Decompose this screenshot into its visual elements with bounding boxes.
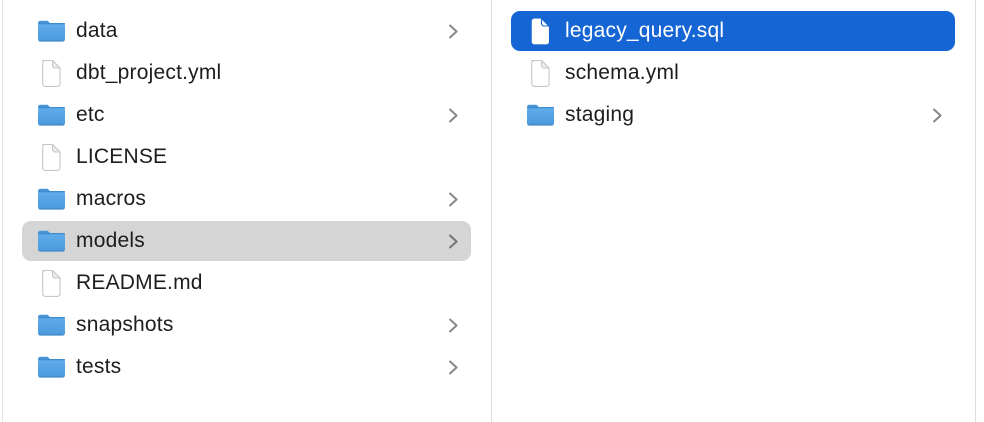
file-name-label: schema.yml: [565, 61, 680, 84]
file-column-parent: data dbt_project.yml et: [3, 0, 492, 422]
file-name-label: staging: [565, 103, 635, 126]
row-staging[interactable]: staging: [511, 95, 955, 135]
row-models[interactable]: models: [22, 221, 471, 261]
row-legacy-query-sql[interactable]: legacy_query.sql: [511, 11, 955, 51]
chevron-right-icon: [448, 191, 459, 208]
file-name-label: legacy_query.sql: [565, 19, 725, 42]
chevron-right-icon: [448, 107, 459, 124]
folder-icon: [37, 311, 66, 340]
file-name-label: macros: [76, 187, 147, 210]
file-name-label: snapshots: [76, 313, 174, 336]
row-tests[interactable]: tests: [22, 347, 471, 387]
row-dbt-project-yml[interactable]: dbt_project.yml: [22, 53, 471, 93]
row-snapshots[interactable]: snapshots: [22, 305, 471, 345]
chevron-right-icon: [448, 233, 459, 250]
chevron-right-icon: [448, 23, 459, 40]
file-column-models: legacy_query.sql schema.yml: [492, 0, 976, 422]
row-data[interactable]: data: [22, 11, 471, 51]
chevron-right-icon: [932, 107, 943, 124]
folder-icon: [37, 227, 66, 256]
folder-icon: [526, 101, 555, 130]
file-name-label: LICENSE: [76, 145, 168, 168]
file-name-label: etc: [76, 103, 105, 126]
row-license[interactable]: LICENSE: [22, 137, 471, 177]
document-icon: [526, 59, 555, 88]
file-name-label: models: [76, 229, 145, 252]
folder-icon: [37, 353, 66, 382]
file-list: data dbt_project.yml et: [3, 0, 491, 387]
file-name-label: data: [76, 19, 118, 42]
file-column-empty: [976, 0, 984, 422]
file-list: legacy_query.sql schema.yml: [492, 0, 975, 135]
file-name-label: README.md: [76, 271, 203, 294]
row-schema-yml[interactable]: schema.yml: [511, 53, 955, 93]
file-name-label: tests: [76, 355, 122, 378]
chevron-right-icon: [448, 317, 459, 334]
document-icon: [37, 59, 66, 88]
row-etc[interactable]: etc: [22, 95, 471, 135]
document-icon: [526, 17, 555, 46]
chevron-right-icon: [448, 359, 459, 376]
folder-icon: [37, 185, 66, 214]
document-icon: [37, 143, 66, 172]
document-icon: [37, 269, 66, 298]
window-edge-divider: [2, 0, 3, 422]
file-name-label: dbt_project.yml: [76, 61, 222, 84]
row-readme-md[interactable]: README.md: [22, 263, 471, 303]
folder-icon: [37, 101, 66, 130]
row-macros[interactable]: macros: [22, 179, 471, 219]
folder-icon: [37, 17, 66, 46]
